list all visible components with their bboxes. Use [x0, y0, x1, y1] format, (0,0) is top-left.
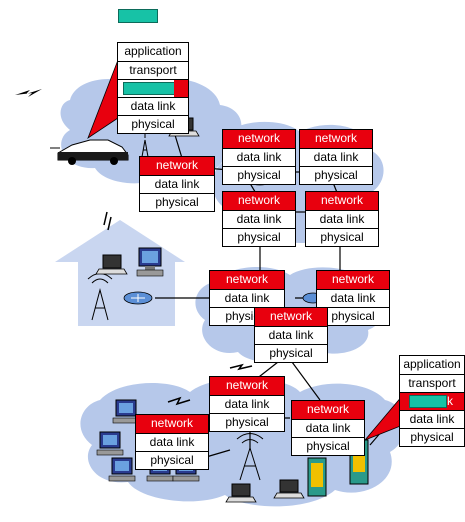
data-link-layer: data link: [136, 433, 208, 451]
application-layer: application: [400, 356, 464, 374]
home-desktop-icon: [137, 248, 163, 276]
wireless-bolt-icon: [230, 365, 252, 369]
network-layer: network: [136, 415, 208, 433]
network-layer: network: [223, 130, 295, 148]
network-layer: network: [292, 401, 364, 419]
network-layer: network: [317, 271, 389, 289]
data-link-layer: data link: [210, 289, 284, 307]
data-link-layer: data link: [317, 289, 389, 307]
router-stack-b: network data link physical: [222, 129, 296, 185]
packet: [123, 82, 175, 95]
desktop-icon: [109, 458, 135, 481]
data-link-layer: data link: [400, 410, 464, 428]
network-layer: network: [223, 192, 295, 210]
physical-layer: physical: [223, 166, 295, 184]
router-stack-j: network data link physical: [135, 414, 209, 470]
router-stack-h: network data link physical: [254, 307, 328, 363]
server-icon: [308, 458, 326, 496]
network-layer: network: [140, 157, 214, 175]
network-layer: network: [300, 130, 372, 148]
physical-layer: physical: [118, 115, 188, 133]
physical-layer: physical: [255, 344, 327, 362]
network-layer-marker: [174, 80, 188, 97]
physical-layer: physical: [136, 451, 208, 469]
wireless-bolt-icon: [15, 89, 42, 97]
destination-host-protocol-stack: application transport network data link …: [399, 355, 465, 447]
source-host-protocol-stack: application transport data link physical: [117, 42, 189, 134]
data-link-layer: data link: [223, 148, 295, 166]
router-stack-e: network data link physical: [305, 191, 379, 247]
data-link-layer: data link: [292, 419, 364, 437]
router-stack-a: network data link physical: [139, 156, 215, 212]
network-layer: [118, 79, 188, 97]
network-layer: network: [255, 308, 327, 326]
physical-layer: physical: [210, 413, 284, 431]
physical-layer: physical: [306, 228, 378, 246]
physical-layer: physical: [223, 228, 295, 246]
data-link-layer: data link: [255, 326, 327, 344]
physical-layer: physical: [400, 428, 464, 446]
home-router-icon: [124, 292, 152, 304]
router-stack-k: network data link physical: [291, 400, 365, 456]
router-stack-i: network data link physical: [209, 376, 285, 432]
data-link-layer: data link: [210, 395, 284, 413]
transport-layer: transport: [118, 61, 188, 79]
router-stack-c: network data link physical: [299, 129, 373, 185]
physical-layer: physical: [292, 437, 364, 455]
packet: [409, 395, 447, 408]
network-layer: network: [210, 271, 284, 289]
transport-layer: transport: [400, 374, 464, 392]
data-link-layer: data link: [306, 210, 378, 228]
router-stack-d: network data link physical: [222, 191, 296, 247]
data-link-layer: data link: [118, 97, 188, 115]
network-layer: network: [400, 392, 464, 410]
desktop-icon: [97, 432, 123, 455]
data-link-layer: data link: [140, 175, 214, 193]
physical-layer: physical: [300, 166, 372, 184]
application-layer: application: [118, 43, 188, 61]
packet: [118, 9, 158, 23]
physical-layer: physical: [140, 193, 214, 211]
data-link-layer: data link: [300, 148, 372, 166]
data-link-layer: data link: [223, 210, 295, 228]
network-layer: network: [306, 192, 378, 210]
network-layer: network: [210, 377, 284, 395]
